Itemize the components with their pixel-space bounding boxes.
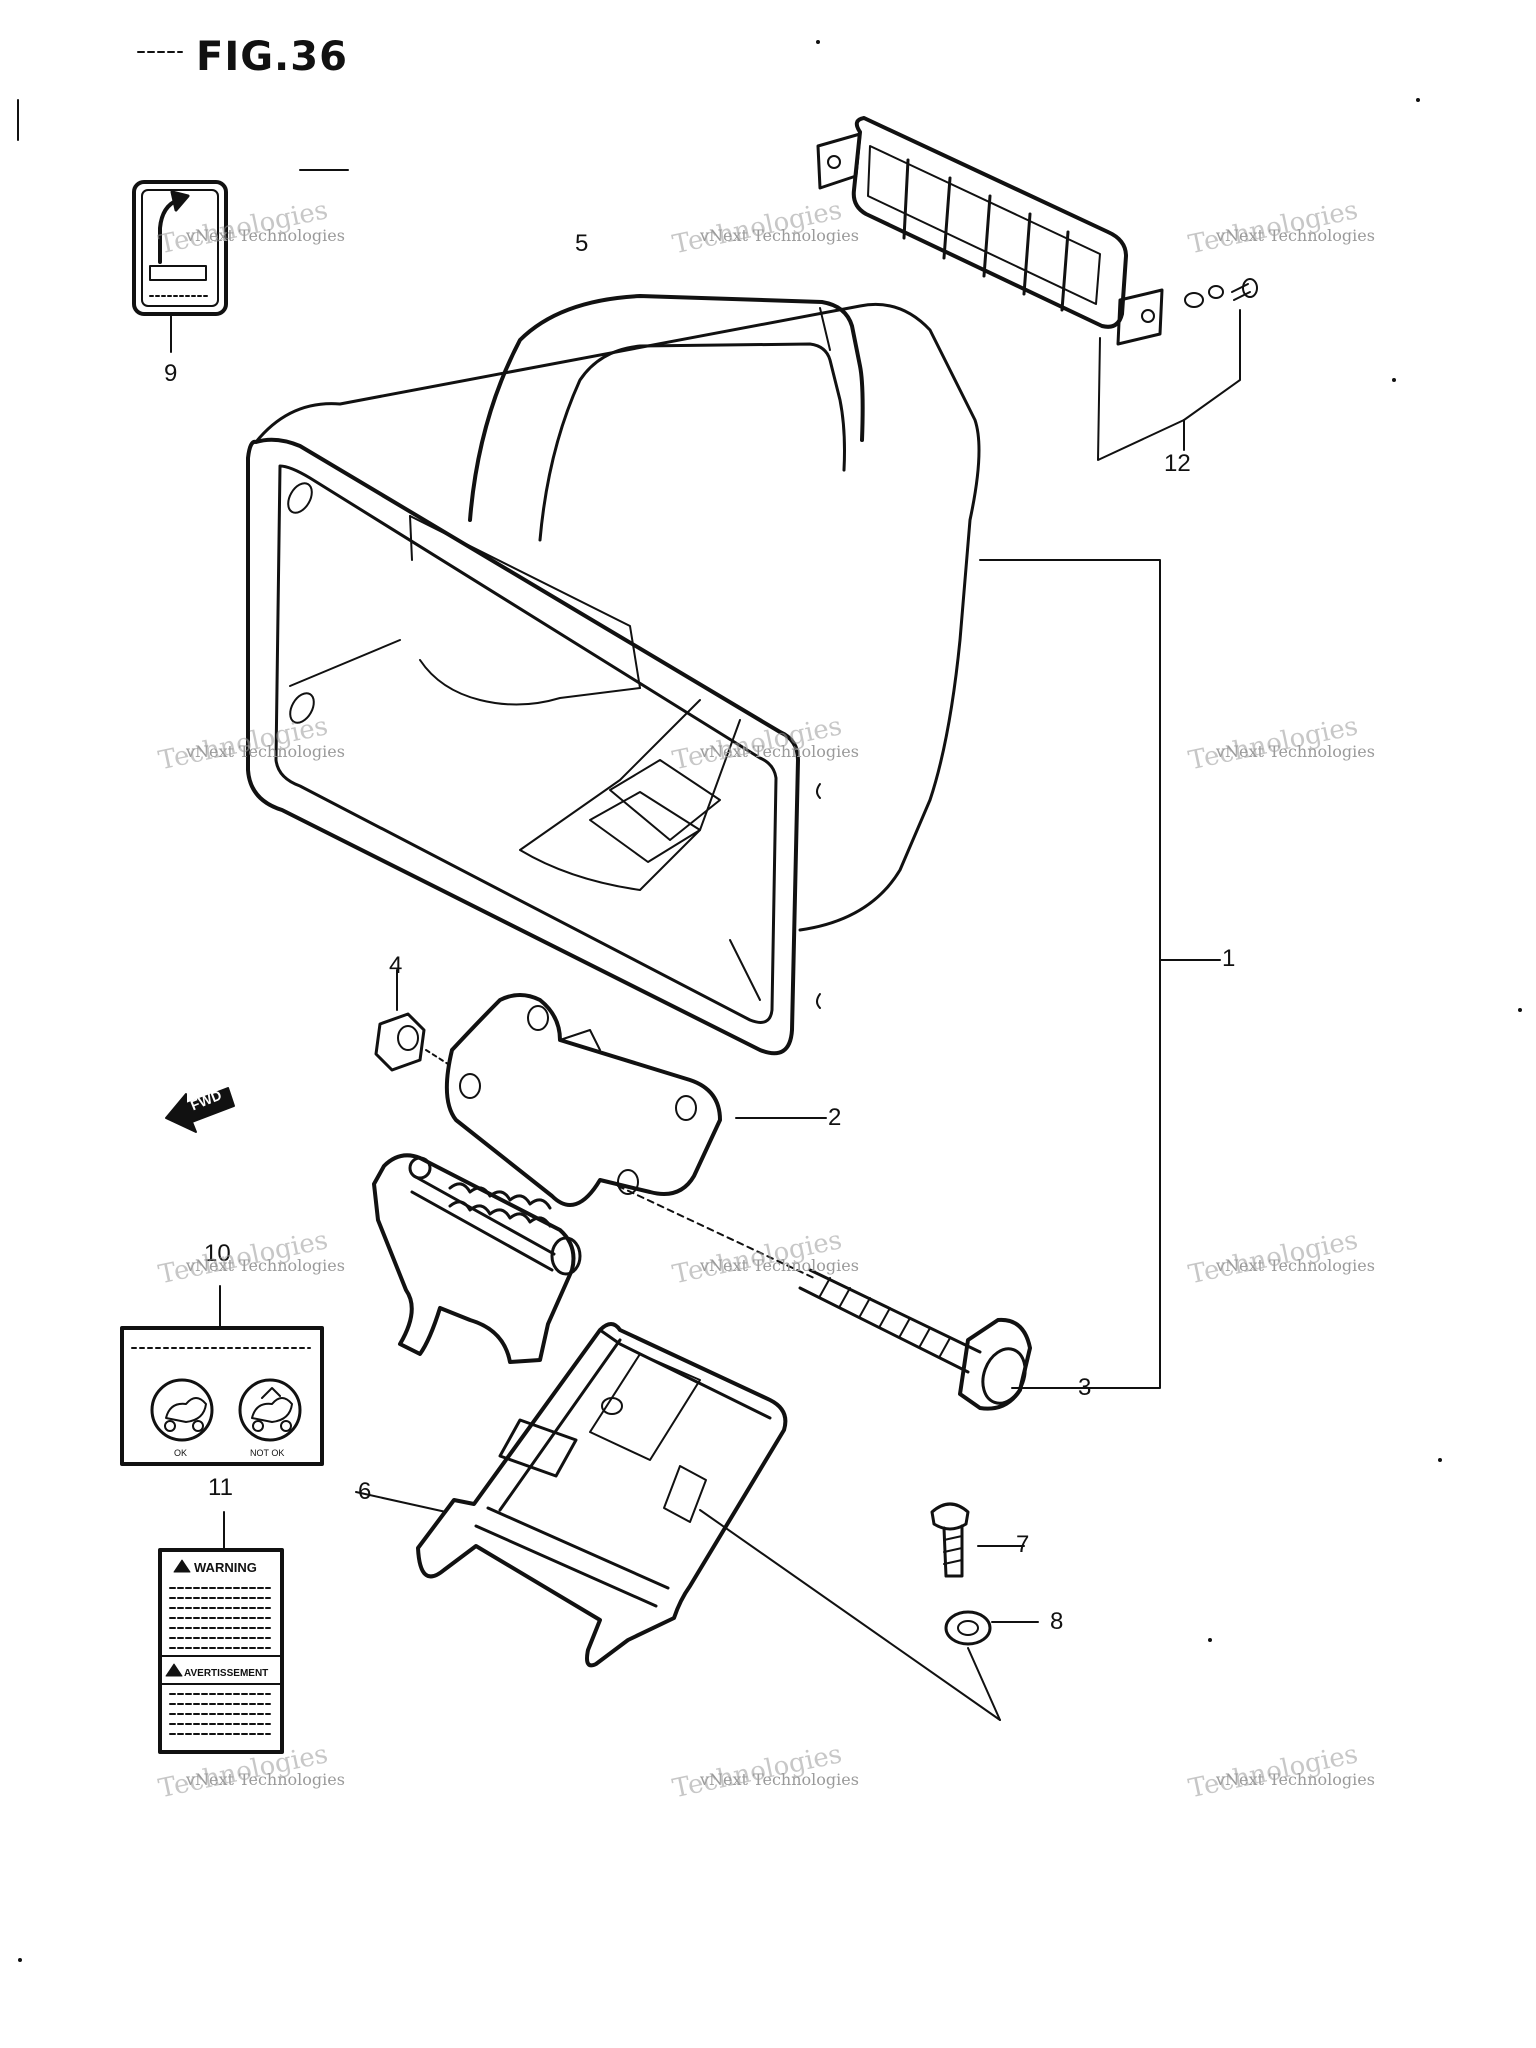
fwd-arrow-icon: [165, 1087, 235, 1133]
callout-8: 8: [1050, 1608, 1064, 1635]
part-2-mount-bracket: [372, 993, 827, 1364]
part-5-headlight-housing: [246, 294, 981, 1056]
avertissement-heading: AVERTISSEMENT: [184, 1668, 268, 1679]
callout-1: 1: [1222, 945, 1236, 972]
callout-4: 4: [389, 952, 403, 979]
part-10-riding-label: OK NOT OK: [120, 1285, 324, 1466]
part-3-long-bolt: [617, 1185, 1032, 1411]
callout-11: 11: [208, 1474, 233, 1501]
part-8-washer: [944, 1610, 1039, 1721]
callout-12: 12: [1164, 450, 1191, 477]
part-9-indicator-label: [132, 180, 228, 353]
label-10-ok-text: OK: [174, 1448, 187, 1458]
callout-3: 3: [1078, 1374, 1092, 1401]
callout-5: 5: [575, 230, 589, 257]
part-4-nut: [374, 969, 449, 1072]
figure-title: FIG.36: [196, 34, 348, 80]
part-11-warning-label: WARNING AVERTISSEMENT: [158, 1511, 284, 1754]
callout-2: 2: [828, 1104, 842, 1131]
callout-6: 6: [358, 1478, 372, 1505]
part-7-screw: [930, 1502, 1025, 1578]
warning-heading: WARNING: [194, 1560, 257, 1575]
part-6-lower-bracket: [355, 1322, 1001, 1721]
part-12-headlight-guard: [816, 116, 1258, 461]
label-10-not-ok-text: NOT OK: [250, 1448, 284, 1458]
callout-9: 9: [164, 360, 178, 387]
callout-7: 7: [1016, 1531, 1030, 1558]
callout-10: 10: [204, 1240, 231, 1267]
